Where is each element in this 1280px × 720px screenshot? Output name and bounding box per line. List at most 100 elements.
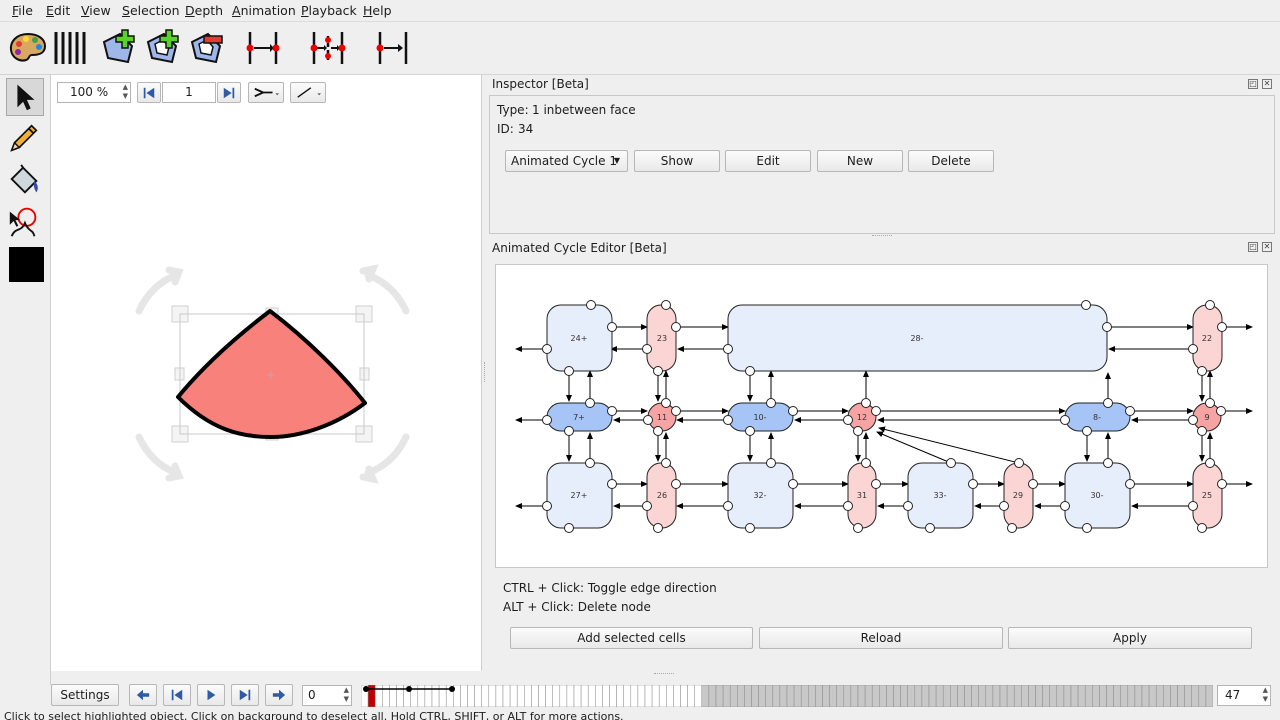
timeline-frame[interactable] [744,685,752,707]
timeline-frame[interactable] [1113,685,1121,707]
timeline-frame[interactable] [1013,685,1022,707]
timeline-frame[interactable] [587,685,596,707]
timeline-frame[interactable] [694,685,703,707]
menu-playback[interactable]: Playback [301,3,357,18]
timeline-frame[interactable] [467,685,475,707]
timeline-frame[interactable] [460,685,468,707]
new-button[interactable]: New [817,150,903,172]
timeline-frame[interactable] [1155,685,1164,707]
timeline-frame[interactable] [893,685,901,707]
timeline-frame[interactable] [545,685,553,707]
next-frame-button[interactable] [231,684,259,706]
timeline-frame[interactable] [907,685,916,707]
delete-button[interactable]: Delete [908,150,994,172]
timeline-frame[interactable] [474,685,482,707]
zoom-spinbox[interactable]: 100 % ▲▼ [57,82,131,103]
timeline-frame[interactable] [488,685,497,707]
sculpt-tool[interactable] [6,204,44,242]
timeline-frame[interactable] [531,685,539,707]
float-panel-icon[interactable]: ◰ [1248,79,1258,89]
bottom-splitter[interactable] [654,673,674,676]
keyframe-next-icon[interactable] [372,28,412,68]
timeline-frame[interactable] [857,685,866,707]
timeline-frame[interactable] [950,685,958,707]
timeline-frame[interactable] [900,685,908,707]
timeline-frame[interactable] [978,685,987,707]
node-27plus[interactable] [546,462,613,529]
palette-icon[interactable] [8,28,48,68]
timeline-frame[interactable] [644,685,653,707]
add-to-face-icon[interactable] [142,28,182,68]
timeline-frame[interactable] [928,685,937,707]
timeline-frame[interactable] [651,685,660,707]
timeline-frame[interactable] [538,685,546,707]
timeline-frame[interactable] [808,685,816,707]
timeline-frame[interactable] [772,685,781,707]
timeline-frame[interactable] [1035,685,1043,707]
timeline-frame[interactable] [1205,685,1213,707]
close-panel-icon[interactable]: ✕ [1262,79,1272,89]
node-32minus[interactable] [727,462,794,529]
first-frame-spinbox[interactable]: 0 ▲▼ [302,685,352,706]
timeline-frame[interactable] [729,685,738,707]
timeline-frame[interactable] [666,685,674,707]
timeline-frame[interactable] [992,685,1001,707]
timeline-frame[interactable] [552,685,561,707]
timeline-frame[interactable] [829,685,837,707]
float-editor-icon[interactable]: ◰ [1248,242,1258,252]
first-frame-button[interactable] [137,82,161,103]
timeline-frame[interactable] [1099,685,1107,707]
timeline-frame[interactable] [1198,685,1207,707]
close-editor-icon[interactable]: ✕ [1262,242,1272,252]
timeline-frame[interactable] [509,685,518,707]
timeline-frame[interactable] [822,685,830,707]
timeline-frame[interactable] [609,685,617,707]
timeline-frame[interactable] [971,685,979,707]
timeline-frame[interactable] [1056,685,1065,707]
paint-bucket-tool[interactable] [6,162,44,200]
edit-button[interactable]: Edit [725,150,811,172]
last-frame-spinbox[interactable]: 47 ▲▼ [1217,685,1271,706]
timeline-frame[interactable] [942,685,951,707]
timeline-frame[interactable] [879,685,887,707]
menu-file[interactable]: File [12,3,33,18]
reload-button[interactable]: Reload [759,627,1003,649]
timeline-frame[interactable] [708,685,717,707]
timeline-frame[interactable] [1170,685,1178,707]
show-button[interactable]: Show [634,150,720,172]
frame-input[interactable]: 1 [162,82,216,103]
timeline-frame[interactable] [630,685,639,707]
remove-from-face-icon[interactable] [186,28,226,68]
onion-skin-button[interactable] [248,82,284,103]
timeline-frame[interactable] [602,685,610,707]
timeline-frame[interactable] [1049,685,1058,707]
add-selected-cells-button[interactable]: Add selected cells [510,627,753,649]
timeline-frame[interactable] [1184,685,1192,707]
keyframe-marker[interactable] [363,686,369,692]
timeline-frame[interactable] [680,685,688,707]
timeline-frame[interactable] [843,685,852,707]
timeline-frame[interactable] [502,685,511,707]
timeline-frame[interactable] [658,685,667,707]
timeline-frame[interactable] [871,685,880,707]
timeline-frame[interactable] [573,685,582,707]
timeline-frame[interactable] [914,685,923,707]
go-to-last-button[interactable] [265,684,293,706]
timeline-frame[interactable] [616,685,624,707]
timeline-frame[interactable] [1127,685,1136,707]
menu-view[interactable]: View [81,3,111,18]
menu-depth[interactable]: Depth [185,3,224,18]
timeline-frame[interactable] [516,685,525,707]
node-24plus[interactable] [546,304,613,372]
timeline-frame[interactable] [673,685,681,707]
timeline-frame[interactable] [715,685,724,707]
settings-button[interactable]: Settings [51,684,119,706]
color-swatch[interactable] [9,247,44,282]
timeline-frame[interactable] [687,685,695,707]
timeline-frame[interactable] [864,685,873,707]
timeline-frame[interactable] [935,685,944,707]
timeline-frame[interactable] [850,685,859,707]
timeline-frame[interactable] [1148,685,1157,707]
apply-button[interactable]: Apply [1008,627,1252,649]
timeline-frame[interactable] [1092,685,1100,707]
